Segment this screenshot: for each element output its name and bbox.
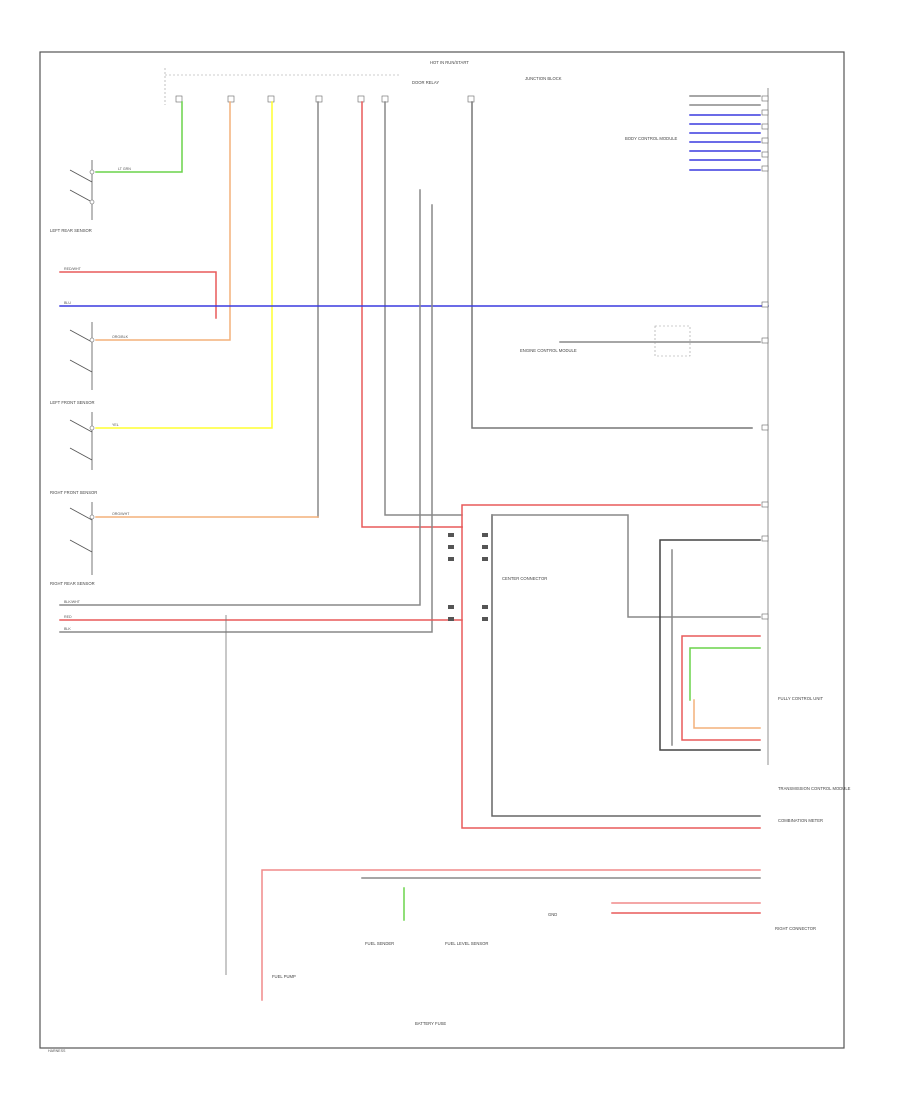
battery-fuse-label: BATTERY FUSE [415, 1021, 446, 1026]
right-module-pins [761, 95, 769, 620]
wire-red-center [461, 526, 761, 829]
wire-org-blk-1 [95, 101, 231, 341]
fuel-pump-label: FUEL PUMP [272, 974, 296, 979]
wire-label-red: RED [64, 615, 72, 619]
wire-gray-top [384, 101, 463, 516]
fuel-sender-label: FUEL SENDER [365, 941, 394, 946]
left-front-sensor [69, 322, 95, 390]
wire-blk-center [491, 514, 761, 817]
right-front-sensor-label: RIGHT FRONT SENSOR [50, 490, 97, 495]
wire-pink-bottom [261, 869, 761, 1001]
wire-lt-grn [95, 101, 183, 173]
sensor-conn-box [654, 325, 691, 357]
trans-ctrl-label: TRANSMISSION CONTROL MODULE [778, 786, 851, 791]
footer-label: HARNESS [48, 1049, 66, 1053]
ground-label: GND [548, 912, 557, 917]
left-rear-sensor-label: LEFT REAR SENSOR [50, 228, 92, 233]
wire-blk-junction-2 [59, 204, 433, 633]
engine-ctrl-label: ENGINE CONTROL MODULE [520, 348, 577, 353]
top-connector-row [175, 95, 475, 103]
fully-ctrl-label: FULLY CONTROL UNIT [778, 696, 824, 701]
wire-label-blu: BLU [64, 301, 71, 305]
top-right-bus [689, 95, 761, 171]
wire-yel [95, 101, 273, 429]
right-rear-sensor [69, 502, 95, 575]
wire-blk-junction-1 [59, 189, 421, 606]
body-ctrl-label: BODY CONTROL MODULE [625, 136, 678, 141]
junction-box-label: JUNCTION BLOCK [525, 76, 562, 81]
comb-meter-label: COMBINATION METER [778, 818, 823, 823]
diagram-frame [39, 51, 845, 1049]
bottom-module-label: RIGHT CONNECTOR [775, 926, 816, 931]
top-relay-label: HOT IN RUN/START [430, 60, 469, 65]
wire-label-org-wht: ORG/WHT [112, 512, 130, 516]
left-front-sensor-label: LEFT FRONT SENSOR [50, 400, 95, 405]
fully-ctrl-loop [659, 539, 761, 751]
left-rear-sensor [69, 160, 95, 220]
wire-red-wht [59, 271, 217, 319]
wire-label-blk-wht: BLK/WHT [64, 600, 81, 604]
fuel-level-label: FUEL LEVEL SENSOR [445, 941, 488, 946]
wire-red-top [361, 101, 463, 528]
right-rear-sensor-label: RIGHT REAR SENSOR [50, 581, 95, 586]
wire-label-org-blk: ORG/BLK [112, 335, 129, 339]
wire-red-right [461, 504, 761, 528]
door-fuse-label: DOOR RELAY [412, 80, 439, 85]
right-front-sensor [69, 412, 95, 470]
center-connector-label: CENTER CONNECTOR [502, 576, 547, 581]
wire-gray-right [491, 514, 761, 618]
center-connector [448, 533, 488, 621]
wire-feed-main [471, 101, 753, 429]
wire-label-yel: YEL [112, 423, 119, 427]
wire-label-red-wht: RED/WHT [64, 267, 82, 271]
wire-label-lt-grn: LT GRN [118, 167, 131, 171]
wire-label-blk: BLK [64, 627, 71, 631]
